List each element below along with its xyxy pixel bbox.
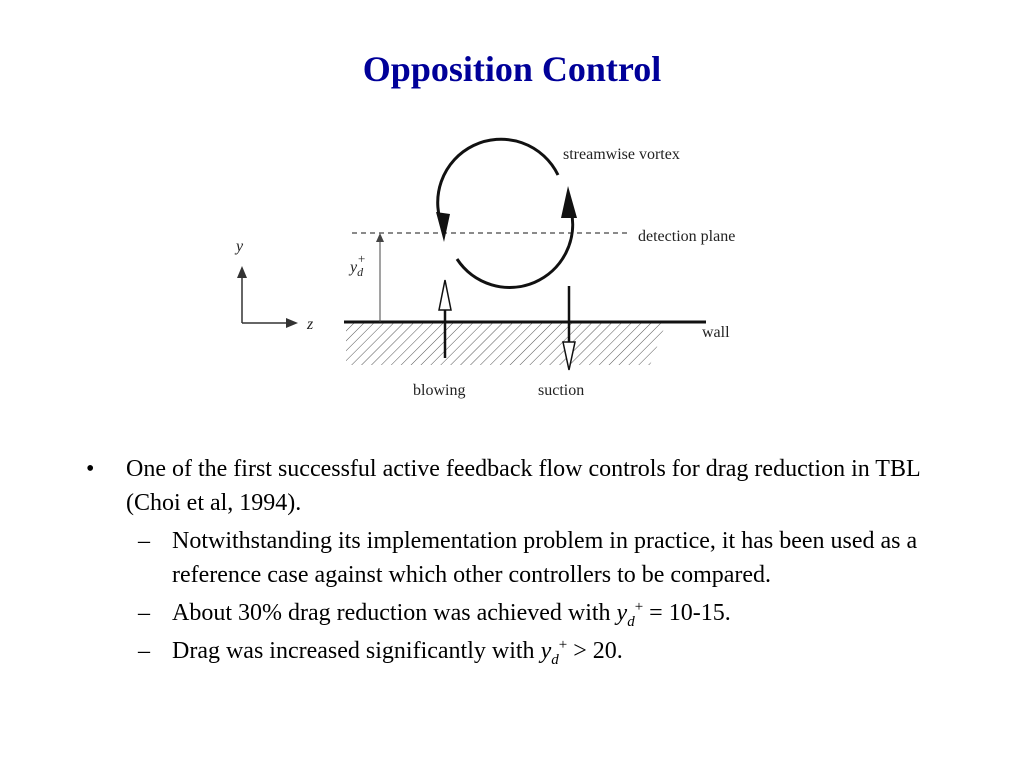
opposition-control-diagram: streamwise vortex detection plane wall b…: [220, 130, 800, 420]
vortex-arrow-left: [436, 212, 450, 242]
sub-bullet-2: – About 30% drag reduction was achieved …: [86, 596, 966, 630]
yd-arrow-head: [376, 233, 384, 242]
blowing-label: blowing: [413, 382, 465, 399]
sub-bullet-2-sub: d: [627, 613, 635, 630]
vortex-arc-upper: [436, 137, 560, 231]
sub-bullet-3: – Drag was increased significantly with …: [86, 634, 966, 668]
y-axis-label: y: [234, 238, 244, 255]
diagram-svg: streamwise vortex detection plane wall b…: [234, 137, 735, 399]
sub-bullet-1: – Notwithstanding its implementation pro…: [86, 524, 966, 592]
sub-bullet-3-prefix: Drag was increased significantly with: [172, 638, 541, 664]
suction-arrow-head: [562, 341, 576, 371]
z-axis-label: z: [306, 316, 314, 333]
sub-bullet-2-prefix: About 30% drag reduction was achieved wi…: [172, 600, 617, 626]
suction-label: suction: [538, 382, 584, 399]
vortex-label: streamwise vortex: [563, 146, 680, 163]
vortex-arrow-right: [561, 186, 577, 218]
sub-bullet-3-sup: +: [558, 637, 568, 653]
yd-label-base: y: [348, 259, 358, 276]
bullet-main: • One of the first successful active fee…: [86, 452, 966, 520]
vortex-arc-lower: [455, 209, 575, 289]
sub-bullet-2-suffix: = 10-15.: [643, 600, 731, 626]
yd-label-sup: +: [357, 251, 366, 266]
sub-bullet-2-var: y: [616, 600, 628, 626]
sub-bullet-2-sup: +: [634, 599, 644, 615]
dash-mark: –: [138, 638, 150, 664]
yd-label: yd+: [348, 251, 366, 279]
bullet-main-text: One of the first successful active feedb…: [126, 456, 920, 516]
sub-bullet-3-var: y: [540, 638, 552, 664]
sub-bullet-3-suffix: > 20.: [567, 638, 623, 664]
wall-label: wall: [702, 324, 730, 341]
dash-mark: –: [138, 528, 150, 554]
yd-label-sub: d: [357, 265, 364, 279]
detection-plane-label: detection plane: [638, 228, 735, 245]
bullet-list: • One of the first successful active fee…: [86, 452, 966, 668]
blowing-arrow-head: [438, 279, 452, 311]
sub-bullet-3-sub: d: [551, 651, 559, 668]
sub-bullet-1-text: Notwithstanding its implementation probl…: [172, 528, 918, 588]
slide-title: Opposition Control: [362, 49, 662, 89]
wall-hatching: [346, 323, 666, 365]
bullet-mark: •: [86, 456, 95, 482]
y-axis-arrow: [237, 266, 247, 278]
z-axis-arrow: [286, 318, 298, 328]
dash-mark: –: [138, 600, 150, 626]
